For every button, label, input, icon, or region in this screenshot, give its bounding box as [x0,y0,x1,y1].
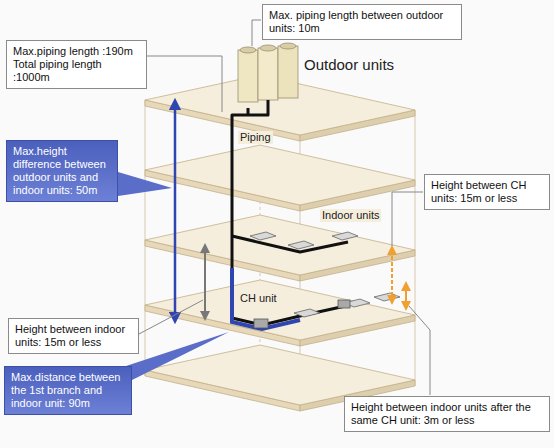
drawing-part [250,232,276,240]
drawing-part [392,192,423,246]
drawing-part [147,56,222,112]
drawing-part [145,100,146,376]
floor-slabs [145,75,415,411]
drawing-part [280,43,296,49]
drawing-part [204,248,206,316]
leader-lines [139,20,430,395]
drawing-part [294,309,320,317]
outdoor-units [238,43,298,102]
spec-callout: Max. piping length between outdoor units… [262,4,462,40]
drawing-part [415,110,416,386]
callout-text: Max.height difference between outdoor un… [13,145,111,197]
spec-callout: Height between indoor units after the sa… [344,396,550,432]
drawing-part [240,47,256,53]
unit-group-label: Outdoor units [302,56,396,74]
callout-text: Max. piping length between outdoor units… [269,9,455,35]
spec-callout: Max.piping length :190mTotal piping leng… [6,40,147,89]
drawing-part [260,45,276,51]
drawing-part [139,300,203,334]
callout-text: Height between CH units: 15m or less [431,179,543,205]
drawing-part [405,286,407,306]
unit-label: CH unit [238,292,279,305]
drawing-part [232,236,348,252]
unit-label: Indoor units [320,209,381,222]
building-edges [145,75,415,411]
drawing-part [238,50,258,102]
drawing-part [338,300,350,308]
drawing-part [118,172,172,196]
drawing-part [258,48,278,100]
dimension-arrows [175,104,406,318]
spec-callout: Height between indoor units: 15m or less [8,318,139,354]
drawing-part [278,46,298,98]
highlight-callout: Max.distance between the 1st branch and … [4,366,132,415]
callout-text: Max.distance between the 1st branch and … [11,371,125,410]
highlight-callout: Max.height difference between outdoor un… [6,140,118,202]
drawing-part [409,306,430,395]
drawing-part [145,145,415,211]
drawing-part [391,250,393,300]
piping-label: Piping [238,131,273,144]
callout-text: Max.piping length :190m [13,45,140,58]
drawing-part [254,319,268,328]
callout-text: Height between indoor units: 15m or less [15,323,132,349]
distance-highlight [232,268,300,329]
drawing-part [145,280,415,346]
drawing-part [145,215,415,281]
callout-text: Height between indoor units after the sa… [351,401,543,427]
drawing-part [374,293,400,301]
drawing-part [252,20,261,46]
spec-callout: Height between CH units: 15m or less [424,174,550,210]
drawing-part [332,232,358,240]
drawing-part [247,108,250,115]
callout-text: Total piping length :1000m [13,58,140,84]
drawing-part [288,241,314,249]
drawing-part [174,104,177,318]
